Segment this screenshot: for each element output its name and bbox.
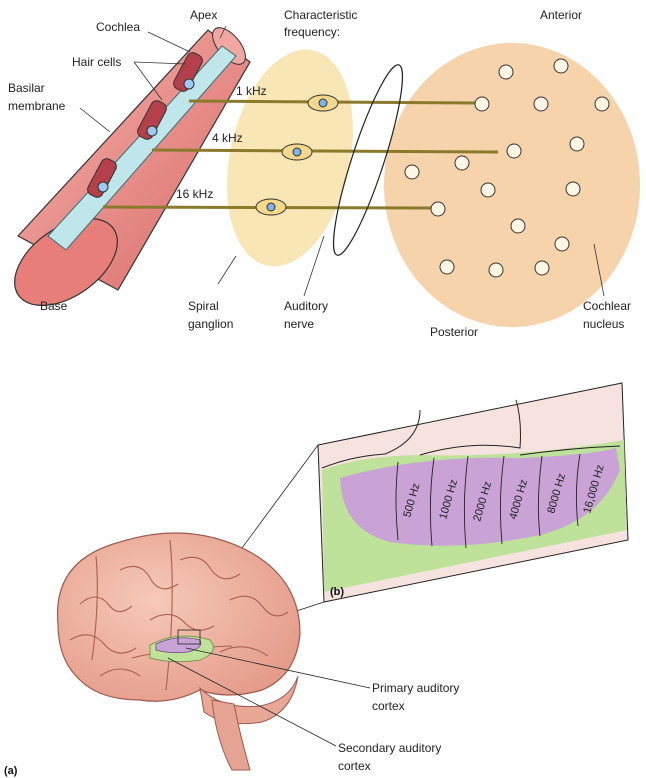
spiral-ganglion-label-1: Spiral [188, 299, 219, 313]
ganglion-neuron [256, 199, 286, 215]
basilar-membrane-label-2: membrane [8, 99, 66, 113]
brain [58, 533, 300, 770]
freq-16khz-label: 16 kHz [176, 187, 213, 201]
base-label: Base [40, 299, 68, 313]
panel-a-label: (a) [4, 765, 18, 777]
primary-cortex-label-1: Primary auditory [372, 681, 459, 695]
anterior-label: Anterior [540, 8, 582, 22]
posterior-label: Posterior [430, 325, 478, 339]
cochlea-diagram: Apex Cochlea Hair cells Basilar membrane… [0, 8, 640, 339]
cochlear-nucleus-label-1: Cochlear [583, 299, 631, 313]
cochlea-label: Cochlea [96, 20, 140, 34]
hair-cells-label: Hair cells [72, 55, 121, 69]
nerve-fiber-4khz [152, 150, 498, 152]
freq-4khz-label: 4 kHz [212, 131, 243, 145]
auditory-nerve-label-2: nerve [284, 317, 314, 331]
basilar-membrane-label-1: Basilar [8, 81, 45, 95]
secondary-cortex-label-2: cortex [338, 759, 371, 773]
cochlear-nucleus-label-2: nucleus [583, 317, 624, 331]
auditory-nerve-label-1: Auditory [284, 299, 328, 313]
ganglion-neuron [308, 95, 338, 111]
tonotopy-inset [318, 383, 628, 602]
secondary-cortex-label-1: Secondary auditory [338, 741, 441, 755]
characteristic-frequency-label-1: Characteristic [284, 8, 357, 22]
apex-label: Apex [190, 8, 217, 22]
freq-1khz-label: 1 kHz [236, 84, 267, 98]
characteristic-frequency-label-2: frequency: [284, 25, 340, 39]
panel-b-label: (b) [330, 586, 344, 598]
spiral-ganglion-label-2: ganglion [188, 317, 233, 331]
auditory-cortex-diagram: (b) (a) Primary auditory cortex Secondar… [4, 383, 628, 777]
primary-cortex-label-2: cortex [372, 699, 405, 713]
ganglion-neuron [282, 144, 312, 160]
